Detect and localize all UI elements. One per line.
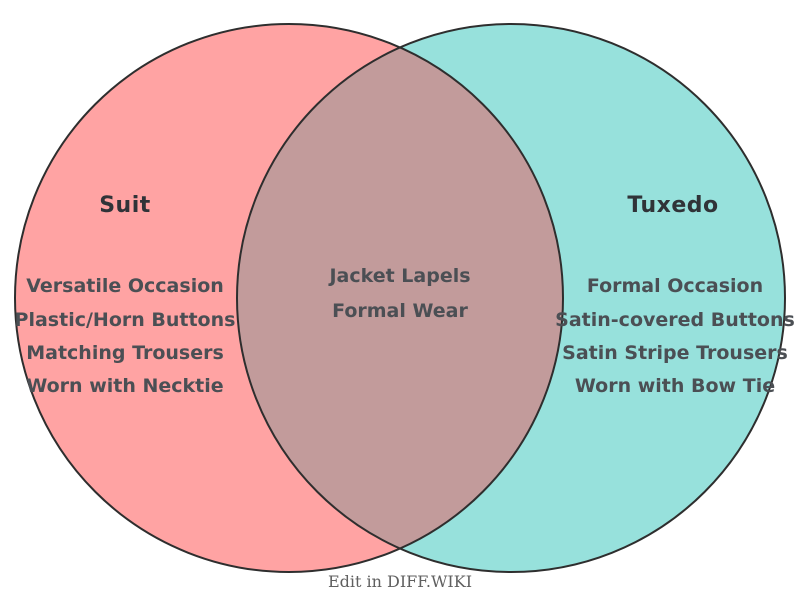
- tuxedo-item-2: Satin-covered Buttons: [555, 309, 795, 331]
- suit-item-2: Plastic/Horn Buttons: [15, 309, 236, 331]
- suit-item-1: Versatile Occasion: [26, 275, 224, 297]
- intersection-fill: [237, 24, 563, 572]
- suit-title: Suit: [99, 193, 151, 218]
- tuxedo-item-4: Worn with Bow Tie: [575, 375, 775, 397]
- intersection-item-1: Jacket Lapels: [327, 265, 470, 287]
- suit-circle-outline: [14, 23, 564, 573]
- tuxedo-item-1: Formal Occasion: [587, 275, 763, 297]
- intersection-item-2: Formal Wear: [332, 300, 468, 322]
- set-titles: Suit Tuxedo: [99, 193, 718, 218]
- suit-item-4: Worn with Necktie: [26, 375, 223, 397]
- suit-item-3: Matching Trousers: [26, 342, 224, 364]
- circle-outlines: [14, 23, 786, 573]
- edit-link[interactable]: Edit in DIFF.WIKI: [328, 572, 472, 591]
- set-items: Versatile Occasion Plastic/Horn Buttons …: [15, 265, 795, 397]
- tuxedo-item-3: Satin Stripe Trousers: [562, 342, 788, 364]
- tuxedo-circle-outline: [236, 23, 786, 573]
- tuxedo-title: Tuxedo: [627, 193, 718, 218]
